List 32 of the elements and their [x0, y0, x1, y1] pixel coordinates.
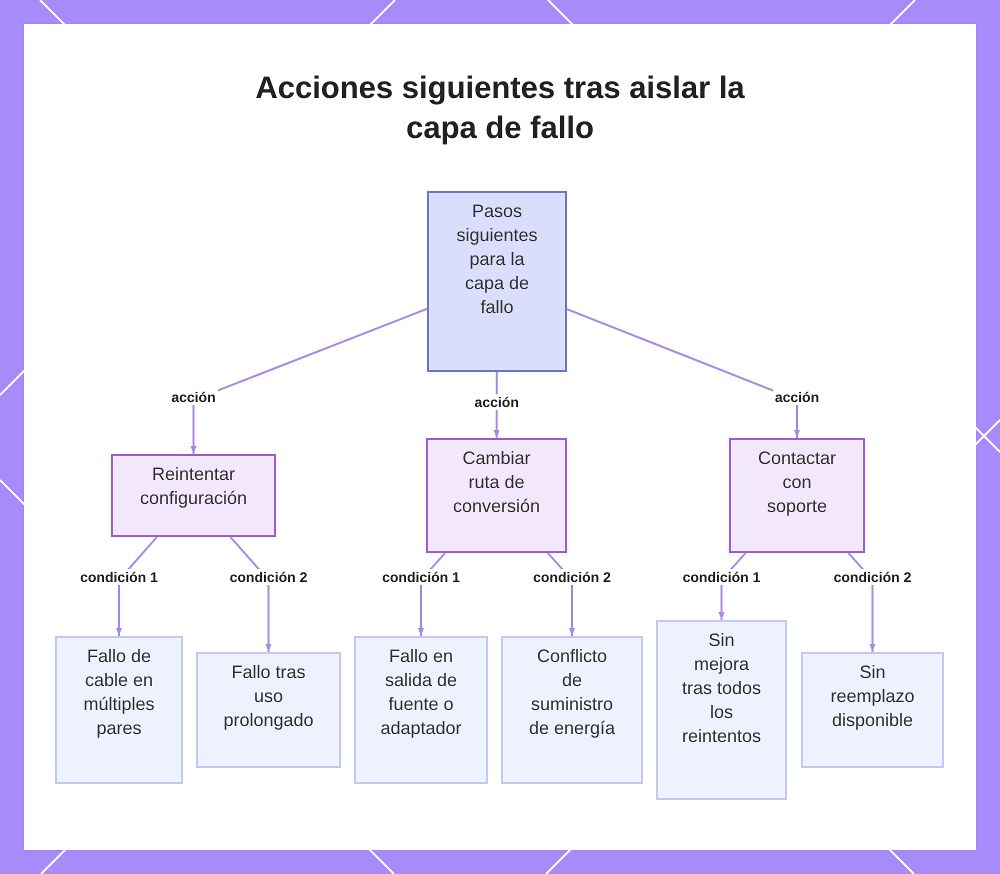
condition-box — [354, 636, 488, 784]
edge-label: condición 2 — [228, 569, 310, 585]
box-text: Sin reemplazo disponible — [829, 661, 916, 732]
action-box — [729, 438, 865, 553]
edge-label: condición 2 — [531, 569, 613, 585]
edge-label: condición 1 — [380, 569, 462, 585]
action-box — [111, 454, 276, 537]
edge-label: acción — [472, 394, 521, 410]
connector-arrow — [190, 308, 428, 454]
condition-box — [55, 636, 183, 784]
edge-label: condición 1 — [78, 569, 160, 585]
box-text: Fallo en salida de fuente o adaptador — [379, 645, 463, 740]
box-text: Conflicto de suministro de energía — [528, 645, 616, 740]
box-text: Reintentar configuración — [138, 463, 248, 510]
topic-box — [427, 191, 567, 372]
box-text: Contactar con soporte — [756, 447, 838, 518]
edge-label: acción — [772, 389, 822, 405]
edge-label: condición 1 — [680, 569, 762, 585]
condition-box — [656, 620, 787, 800]
condition-box — [501, 636, 643, 784]
box-text: Pasos siguientes para la capa de fallo — [455, 200, 539, 319]
connector-arrow — [566, 308, 800, 438]
edge-label: acción — [169, 389, 218, 405]
action-box — [426, 438, 567, 553]
box-text: Cambiar ruta de conversión — [452, 447, 542, 518]
edge-label: condición 2 — [832, 569, 914, 585]
condition-box — [196, 652, 341, 768]
condition-box — [801, 652, 944, 768]
box-text: Sin mejora tras todos los reintentos — [680, 629, 762, 748]
box-text: Fallo tras uso prolongado — [222, 661, 315, 732]
diagram-title: Acciones siguientes tras aislar la capa de fallo — [254, 69, 746, 147]
box-text: Fallo de cable en múltiples pares — [82, 645, 156, 740]
